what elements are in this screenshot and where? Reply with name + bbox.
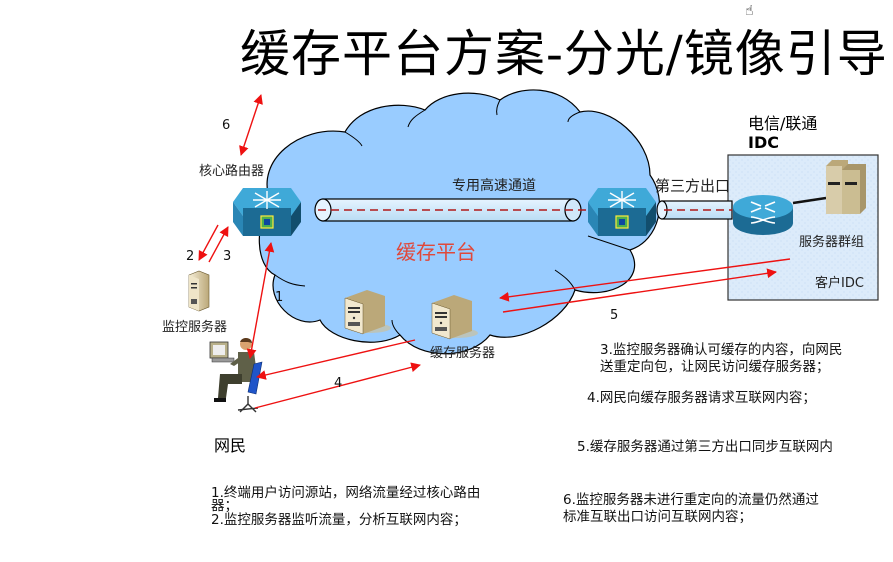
carrier-label: 电信/联通 <box>748 114 818 133</box>
arrow-3-redirect <box>256 339 416 380</box>
arrow-2 <box>198 224 219 261</box>
idc-label: IDC <box>748 133 779 152</box>
edge-switch-icon[interactable] <box>588 188 656 236</box>
router-server-link <box>792 196 827 205</box>
cache-platform-label: 缓存平台 <box>396 240 476 264</box>
arrow-3 <box>208 226 229 263</box>
customer-idc-label: 客户IDC <box>815 276 864 291</box>
carrier-idc-title: 电信/联通 IDC <box>748 114 817 152</box>
hand-pointer-icon: ☝ <box>745 3 754 19</box>
step-1-text: 1.终端用户访问源站，网络流量经过核心路由 器； <box>211 485 481 514</box>
idc-router-icon[interactable] <box>733 195 793 235</box>
netizen-user-icon[interactable] <box>209 337 263 413</box>
monitor-server-icon[interactable] <box>188 270 210 312</box>
server-group-label: 服务器群组 <box>799 235 865 250</box>
arrow-1 <box>246 242 275 359</box>
arrow-4-request <box>254 362 421 409</box>
dedicated-channel-label: 专用高速通道 <box>452 178 536 194</box>
step-6-line-1: 6.监控服务器未进行重定向的流量仍然通过 <box>563 492 819 508</box>
third-party-exit-tube <box>656 200 733 220</box>
flow-number-6: 6 <box>222 118 231 133</box>
step-1-line-1: 1.终端用户访问源站，网络流量经过核心路由 <box>211 485 481 501</box>
flow-number-4: 4 <box>334 376 343 391</box>
page-title: 缓存平台方案-分光/镜像引导 <box>240 25 888 83</box>
cache-platform-cloud <box>258 89 661 355</box>
arrow-5-in <box>499 258 791 302</box>
arrow-6 <box>239 94 263 156</box>
step-3-line-1: 3.监控服务器确认可缓存的内容，向网民 <box>600 342 843 358</box>
core-router-icon[interactable] <box>233 188 301 236</box>
dedicated-channel-tube <box>314 198 588 222</box>
step-2-text: 2.监控服务器监听流量，分析互联网内容； <box>211 512 467 528</box>
step-6-text: 6.监控服务器未进行重定向的流量仍然通过 标准互联出口访问互联网内容； <box>563 492 819 526</box>
cache-server-label: 缓存服务器 <box>430 346 496 361</box>
server-group-icon[interactable] <box>826 160 866 214</box>
third-party-exit-label: 第三方出口 <box>655 177 731 195</box>
step-1-line-2: 器； <box>211 498 238 514</box>
step-3-line-2: 送重定向包，让网民访问缓存服务器； <box>600 359 830 375</box>
cache-server-icon-1[interactable] <box>344 290 391 335</box>
core-router-label: 核心路由器 <box>199 164 265 179</box>
step-6-line-2: 标准互联出口访问互联网内容； <box>563 509 752 525</box>
flow-number-3: 3 <box>223 249 232 264</box>
flow-number-5: 5 <box>610 308 619 323</box>
flow-number-1: 1 <box>275 290 284 305</box>
arrow-5-out <box>502 268 777 313</box>
step-3-text: 3.监控服务器确认可缓存的内容，向网民 送重定向包，让网民访问缓存服务器； <box>600 342 842 376</box>
step-5-text: 5.缓存服务器通过第三方出口同步互联网内 <box>577 439 833 455</box>
flow-arrows <box>198 94 791 409</box>
flow-number-2: 2 <box>186 249 195 264</box>
netizen-label: 网民 <box>214 436 247 455</box>
cache-server-icon-2[interactable] <box>431 295 478 340</box>
monitor-server-label: 监控服务器 <box>162 320 228 335</box>
step-4-text: 4.网民向缓存服务器请求互联网内容； <box>587 390 816 406</box>
